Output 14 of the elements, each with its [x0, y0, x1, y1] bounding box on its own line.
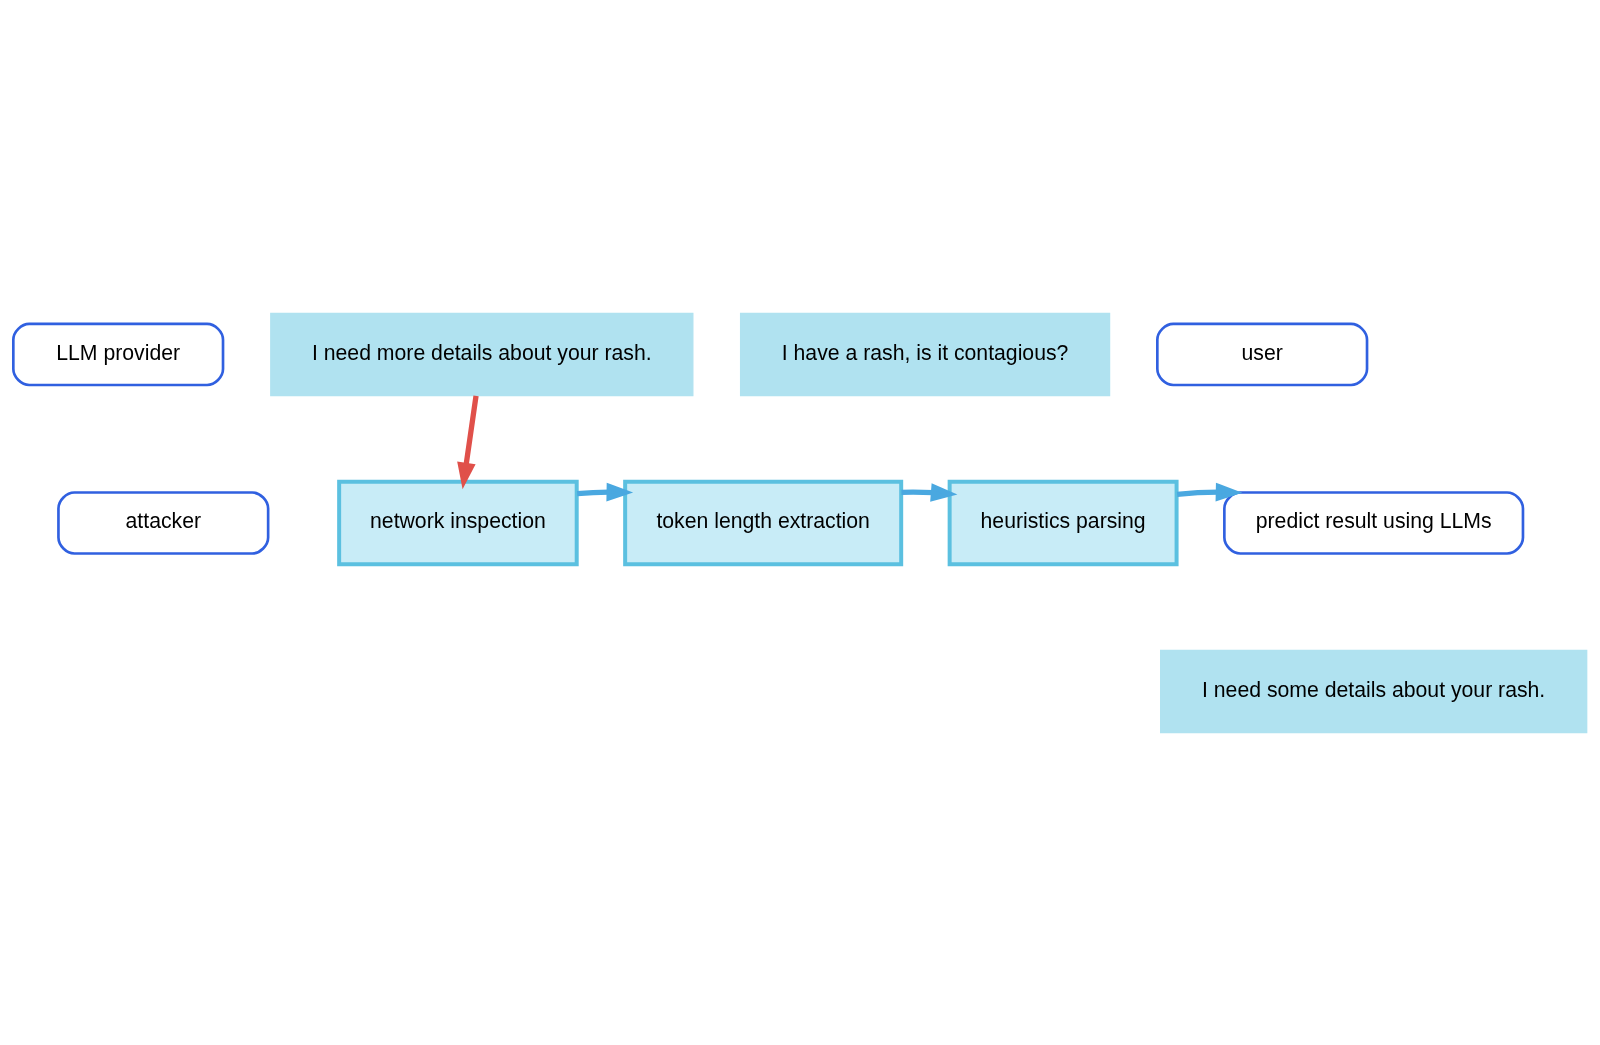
node-box: LLM provider [12, 322, 225, 386]
arrow [1176, 482, 1243, 501]
arrow [576, 482, 634, 501]
node-box: predict result using LLMs [1223, 490, 1525, 555]
arrow [457, 395, 479, 489]
node-box: I have a rash, is it contagious? [739, 312, 1111, 396]
node-box: token length extraction [623, 479, 904, 566]
node-box: I need more details about your rash. [270, 312, 694, 396]
node-box: network inspection [337, 479, 579, 566]
node-box: heuristics parsing [947, 479, 1179, 566]
node-box: user [1156, 322, 1369, 386]
node-box: attacker [57, 490, 270, 555]
node-box: I need some details about your rash. [1160, 649, 1588, 733]
arrow [901, 482, 958, 502]
